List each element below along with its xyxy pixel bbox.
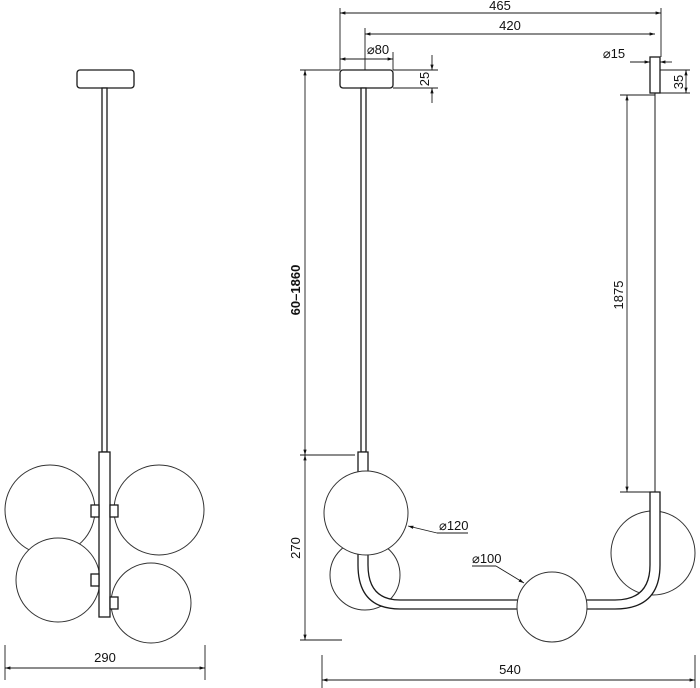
socket bbox=[90, 573, 100, 587]
canopy bbox=[76, 69, 135, 89]
large-globe bbox=[323, 470, 409, 556]
small-globe-label: ⌀100 bbox=[472, 551, 502, 566]
canopy-diameter-label: ⌀80 bbox=[367, 42, 389, 57]
adjustable-height-label: 60–1860 bbox=[288, 265, 303, 316]
socket bbox=[109, 504, 119, 518]
body-height-label: 270 bbox=[288, 537, 303, 559]
socket bbox=[90, 504, 100, 518]
globe bbox=[15, 537, 101, 623]
mount-height-label: 35 bbox=[671, 75, 686, 89]
overall-width-label: 465 bbox=[489, 0, 511, 13]
total-length-label: 540 bbox=[499, 662, 521, 677]
suspension-length-label: 1875 bbox=[611, 281, 626, 310]
width-label: 290 bbox=[94, 650, 116, 665]
central-bar bbox=[98, 451, 111, 618]
rod-spacing-label: 420 bbox=[499, 18, 521, 33]
large-globe-label: ⌀120 bbox=[439, 518, 469, 533]
small-globe bbox=[516, 571, 588, 643]
suspension-rod bbox=[101, 87, 108, 453]
mount-diameter-label: ⌀15 bbox=[603, 46, 625, 61]
canopy bbox=[339, 69, 394, 89]
socket bbox=[109, 596, 119, 610]
side-view: 465 420 ⌀80 25 ⌀15 35 60–1860 1875 bbox=[288, 0, 696, 688]
front-view: 290 bbox=[4, 69, 206, 680]
small-mount bbox=[649, 56, 661, 94]
canopy-height-label: 25 bbox=[417, 72, 432, 86]
u-shaped-arm bbox=[357, 451, 661, 610]
suspension-rod bbox=[360, 87, 367, 453]
globe bbox=[113, 464, 205, 556]
globe bbox=[110, 562, 192, 644]
